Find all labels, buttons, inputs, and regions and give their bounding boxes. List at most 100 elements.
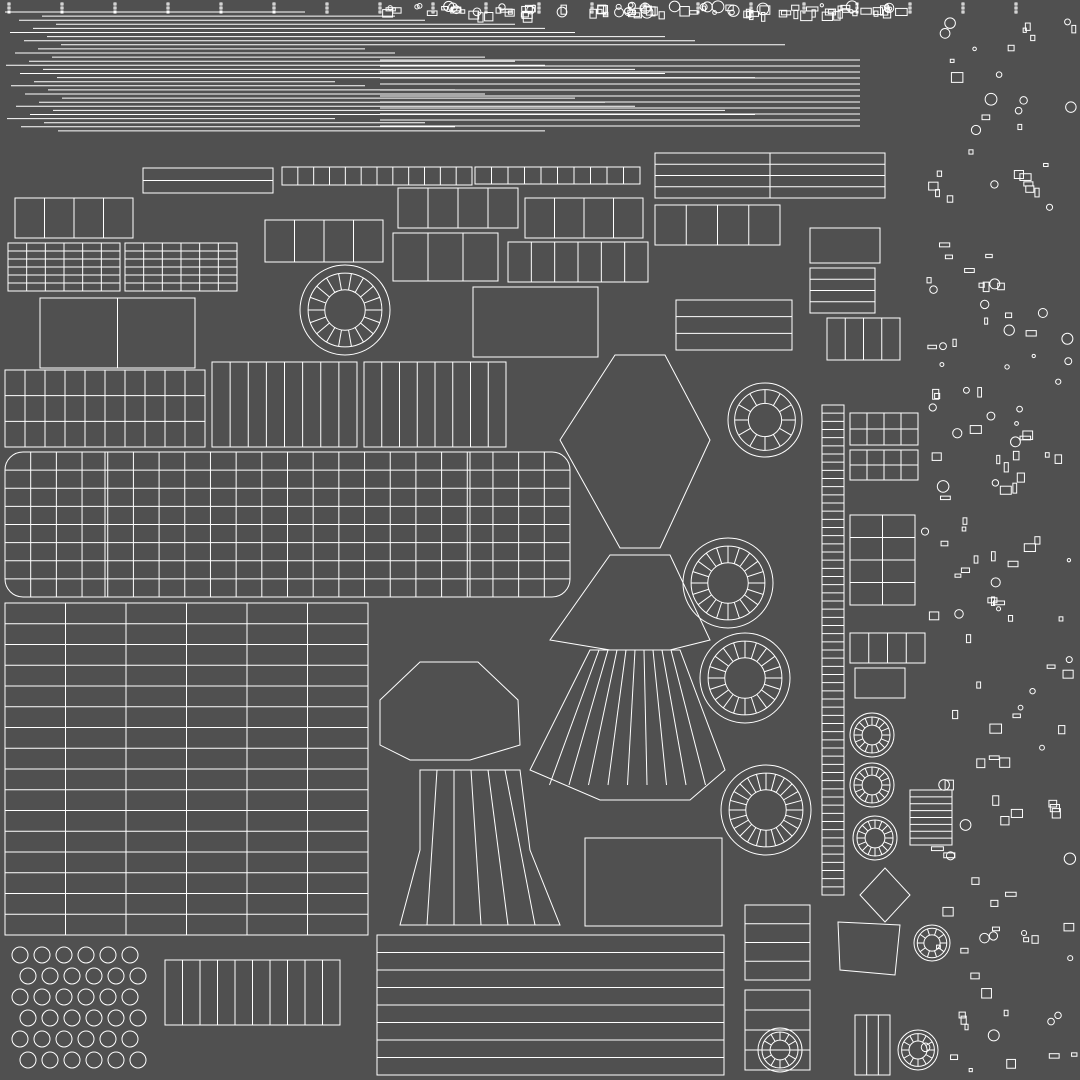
small-part (1024, 22, 1031, 31)
small-part (990, 899, 999, 907)
small-part (1003, 462, 1009, 473)
tiny-part (7, 6, 11, 10)
tiny-part (1014, 2, 1018, 6)
wheel-disc-spoke (747, 588, 764, 595)
small-part (658, 11, 665, 20)
small-part (1021, 930, 1028, 937)
dense-circle-part (121, 988, 139, 1006)
lug-ring-spoke (880, 727, 889, 732)
tiny-part (961, 2, 965, 6)
small-part (991, 479, 1000, 487)
dense-circle-part (33, 946, 51, 964)
small-part (952, 338, 957, 347)
wheel-disc-3-spoke (755, 774, 762, 791)
lug-ring-spoke (878, 741, 886, 749)
small-part (987, 597, 998, 604)
dense-circle-part (63, 967, 81, 985)
small-part (939, 342, 947, 351)
small-part (1063, 852, 1077, 865)
lug-ring-3-spoke (878, 821, 883, 830)
wheel-disc-3-spoke (775, 777, 785, 793)
small-part (938, 242, 951, 248)
small-part (935, 189, 940, 198)
small-part (939, 28, 951, 39)
wheel-disc-3-spoke (770, 829, 777, 846)
small-part (842, 8, 850, 13)
small-part (965, 634, 972, 644)
small-part (990, 577, 1001, 588)
small-part (805, 6, 819, 12)
small-part (837, 9, 843, 19)
tiny-part (537, 10, 541, 14)
small-part (1039, 744, 1045, 751)
small-part (819, 3, 824, 8)
lug-ring-3-spoke (867, 846, 872, 855)
lug-ring-2-spoke (855, 788, 864, 793)
lug-ring-spoke (858, 741, 866, 749)
small-part (944, 17, 956, 29)
small-part (950, 72, 964, 83)
tiny-part (60, 6, 64, 10)
small-part (450, 7, 462, 14)
dense-circle-part (55, 988, 73, 1006)
small-part (1012, 450, 1020, 461)
small-wheel-2 (897, 1029, 939, 1071)
tiny-part (60, 2, 64, 6)
small-part (521, 5, 533, 12)
small-part (945, 851, 956, 861)
small-wheel-2-spoke (903, 1054, 911, 1059)
small-part (988, 931, 999, 941)
small-part (991, 926, 1000, 932)
small-part (615, 3, 622, 10)
small-part (946, 195, 954, 203)
wheel-disc-2-spoke (733, 642, 740, 659)
small-part (928, 403, 937, 412)
tiny-part (908, 6, 912, 10)
wheel-disc-2-spoke (750, 642, 757, 659)
small-part (507, 10, 513, 15)
dense-circle-part (99, 1030, 117, 1048)
small-part (1058, 616, 1064, 622)
wheel-disc-3-spoke (785, 814, 802, 821)
dense-circle-part (19, 1009, 37, 1027)
lug-ring-3-spoke (861, 824, 869, 832)
tiny-part (166, 6, 170, 10)
small-part (999, 485, 1012, 495)
lug-ring-spoke (875, 743, 880, 752)
wheel-disc-spoke (705, 599, 717, 614)
small-part (992, 795, 1000, 806)
wheel-disc-3-spoke (770, 774, 777, 791)
tiny-part (696, 10, 700, 14)
tiny-part (908, 10, 912, 14)
small-part (954, 573, 962, 578)
small-part (939, 495, 951, 501)
license-plate-panel (584, 837, 723, 927)
small-part (990, 596, 996, 606)
lug-ring (849, 712, 895, 758)
small-wheel-2-spoke (922, 1057, 927, 1065)
window-set (392, 232, 499, 282)
small-part (995, 71, 1003, 78)
small-part (987, 1029, 1000, 1042)
small-part (1037, 308, 1048, 318)
dense-circle-part (55, 946, 73, 964)
small-part (1061, 332, 1074, 345)
small-part (1006, 1058, 1016, 1069)
wheel-disc-3-spoke (730, 799, 747, 806)
tiny-part (272, 6, 276, 10)
wheel-disc-2-spoke (722, 694, 734, 709)
rear-corner-line (470, 769, 482, 926)
wheel-rim-spoke (348, 329, 352, 347)
small-part (968, 1068, 973, 1073)
hub-cap (727, 382, 803, 458)
tiny-part (643, 10, 647, 14)
small-part (1054, 454, 1063, 464)
tiny-part (272, 10, 276, 14)
tiny-part (749, 10, 753, 14)
small-part (443, 0, 455, 12)
wheel-rim-spoke (354, 277, 364, 293)
wheel-rim-spoke (363, 316, 380, 324)
small-part (780, 10, 792, 16)
wheel-disc-3-spoke (783, 791, 799, 801)
